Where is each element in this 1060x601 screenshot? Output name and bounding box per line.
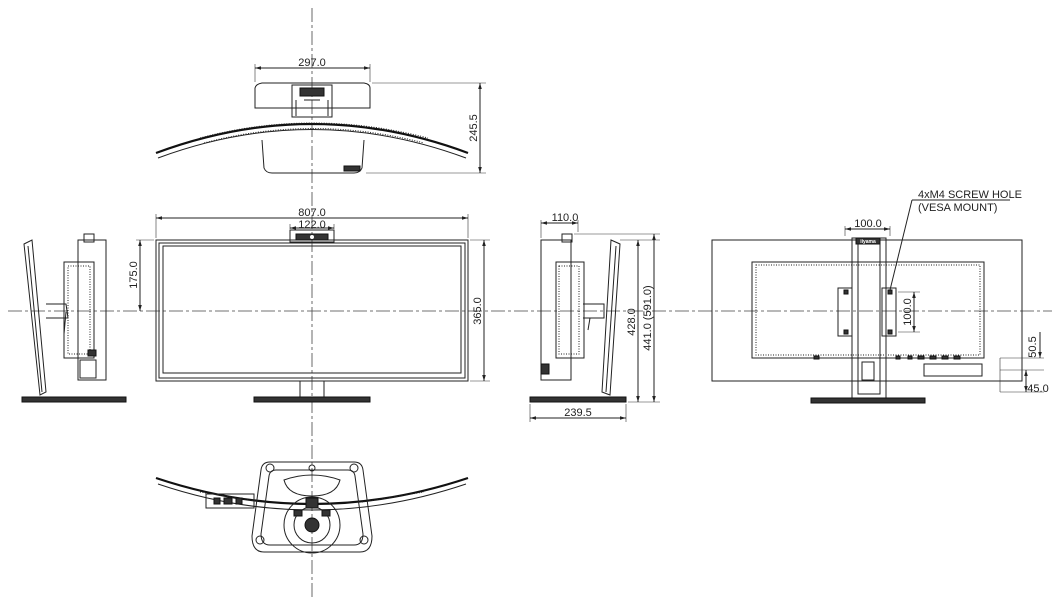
top-view <box>155 82 469 174</box>
dim-camera-width: 122.0 <box>298 219 326 231</box>
rear-view-dimensions: 100.0 100.0 4xM4 SCREW HOLE (VESA MOUNT)… <box>844 189 1049 395</box>
dim-side-height-min: 428.0 <box>626 308 638 336</box>
top-camera-block <box>299 87 325 97</box>
dim-bottom-offset-a: 50.5 <box>1027 336 1039 357</box>
right-side-dimensions: 110.0 428.0 441.0 (591.0) 239.5 <box>529 212 660 422</box>
rear-logo-text: iiyama <box>860 239 876 245</box>
rear-base <box>810 397 926 404</box>
dim-front-height: 365.0 <box>472 297 484 325</box>
dim-front-screen-height: 175.0 <box>128 261 140 289</box>
left-port-block <box>87 349 97 357</box>
dim-top-width: 297.0 <box>298 57 326 69</box>
dim-vesa-width: 100.0 <box>854 218 882 230</box>
dim-side-height-max: 441.0 (591.0) <box>642 285 654 350</box>
dim-top-depth: 245.5 <box>468 114 480 142</box>
rear-view: iiyama <box>711 237 1023 404</box>
dim-side-depth-top: 110.0 <box>552 212 579 224</box>
bottom-swivel-hub <box>304 517 320 533</box>
front-view <box>155 229 469 403</box>
right-base <box>529 396 627 403</box>
dim-front-width: 807.0 <box>298 207 326 219</box>
bottom-view <box>155 461 469 554</box>
left-side-view <box>21 233 127 403</box>
left-base <box>21 396 127 403</box>
top-view-dimensions: 297.0 245.5 <box>254 57 486 174</box>
note-vesa-mount: (VESA MOUNT) <box>918 202 997 214</box>
note-screw-hole: 4xM4 SCREW HOLE <box>918 189 1022 201</box>
dim-vesa-height: 100.0 <box>902 298 914 326</box>
rear-logo-plate <box>855 237 881 245</box>
right-side-view <box>529 233 627 403</box>
dim-bottom-offset-b: 45.0 <box>1027 383 1048 395</box>
dim-side-base-depth: 239.5 <box>564 407 592 419</box>
right-port-block <box>540 363 550 375</box>
front-base <box>253 396 371 403</box>
top-logo-mark <box>343 165 361 172</box>
center-lines <box>8 8 1052 598</box>
front-view-dimensions: 807.0 122.0 175.0 365.0 <box>128 207 490 382</box>
